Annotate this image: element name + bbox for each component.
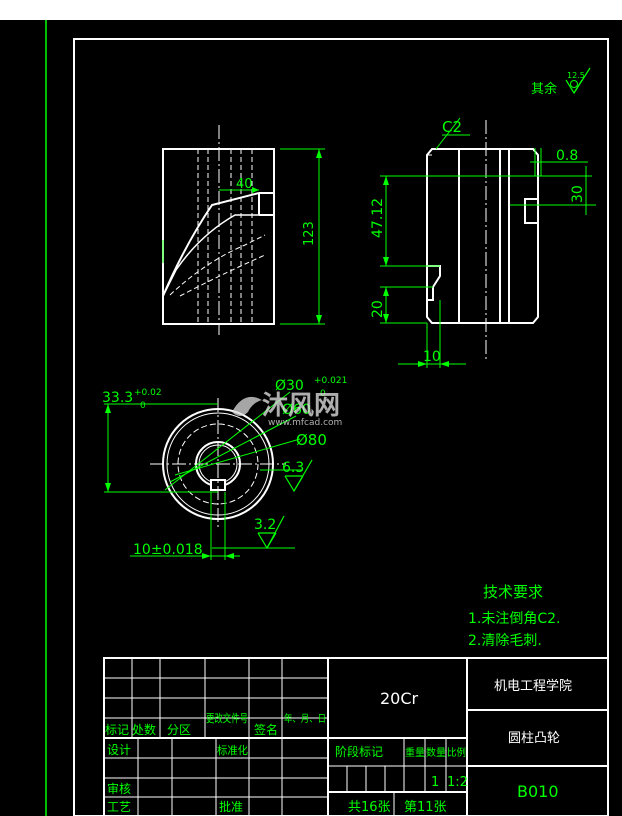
roughness-3-2: 3.2 <box>254 517 276 533</box>
drawing-border <box>73 38 609 816</box>
surface-finish-value: 12.5 <box>567 71 585 80</box>
dim-10: 10 <box>423 349 441 365</box>
label-design: 设计 <box>107 743 131 757</box>
label-stage: 阶段标记 <box>335 744 383 759</box>
side-view: C2 0.8 30 47.12 20 10 <box>370 117 596 368</box>
watermark-logo-icon <box>232 396 262 416</box>
dim-47-12: 47.12 <box>370 198 386 238</box>
tech-req-title: 技术要求 <box>483 583 543 601</box>
dim-phi30-tol-low: 0 <box>320 389 326 399</box>
label-process: 工艺 <box>107 800 131 814</box>
dim-33-3-tol-low: 0 <box>140 401 146 411</box>
part-name: 圆柱凸轮 <box>508 731 560 746</box>
window-top-bar <box>0 0 622 20</box>
tech-req-item-1: 1.未注倒角C2. <box>468 611 561 627</box>
dim-phi80: Ø80 <box>296 431 327 449</box>
sheet-number: 第11张 <box>404 800 447 815</box>
label-mark: 标记 <box>105 723 129 737</box>
dim-20: 20 <box>370 300 386 318</box>
technical-requirements: 技术要求 1.未注倒角C2. 2.清除毛刺. <box>468 583 561 649</box>
chamfer-label: C2 <box>442 118 462 136</box>
label-qty: 数量 <box>426 746 446 759</box>
qty-value: 1 <box>431 775 439 790</box>
roughness-6-3: 6.3 <box>282 460 304 476</box>
scale-value: 1:2 <box>447 775 468 790</box>
watermark-brand: 沐风网 <box>262 391 340 421</box>
label-zone: 分区 <box>167 723 191 737</box>
dim-10-tol: 10±0.018 <box>133 542 203 558</box>
watermark-url: www.mfcad.com <box>268 418 342 428</box>
label-doc-no: 更改文件号 <box>206 711 248 725</box>
total-sheets: 共16张 <box>348 800 391 815</box>
watermark: 沐风网 www.mfcad.com <box>232 391 342 428</box>
dim-33-3-tol-up: +0.02 <box>134 388 162 398</box>
top-view: 33.3 +0.02 0 Ø30 +0.021 0 Ø60 Ø80 6.3 3.… <box>102 376 347 560</box>
label-sign: 签名 <box>254 722 278 737</box>
label-scale: 比例 <box>447 746 466 759</box>
tech-req-item-2: 2.清除毛刺. <box>468 633 542 649</box>
label-weight: 重量 <box>405 746 425 759</box>
label-count: 处数 <box>132 722 156 737</box>
label-approve: 批准 <box>219 799 243 814</box>
dim-123: 123 <box>302 221 317 246</box>
dim-phi30: Ø30 <box>275 378 304 394</box>
label-date: 年、月、日 <box>284 712 326 725</box>
surface-finish-general: 其余 12.5 <box>531 67 591 97</box>
label-review: 审核 <box>107 781 131 796</box>
dim-30: 30 <box>570 185 586 203</box>
title-block: 20Cr 机电工程学院 圆柱凸轮 B010 标记 处数 分区 更改文件号 签名 … <box>103 657 609 816</box>
surface-finish-label: 其余 <box>531 81 557 97</box>
drawing-number: B010 <box>517 782 559 801</box>
dim-33-3: 33.3 <box>102 390 133 406</box>
institute: 机电工程学院 <box>494 678 572 694</box>
dim-40: 40 <box>236 177 253 192</box>
material: 20Cr <box>380 689 419 708</box>
label-standard: 标准化 <box>217 743 248 757</box>
dim-phi60: Ø60 <box>282 402 311 418</box>
dim-0-8: 0.8 <box>556 148 578 164</box>
front-view: 40 123 <box>162 125 325 335</box>
dim-phi30-tol-up: +0.021 <box>314 376 347 386</box>
